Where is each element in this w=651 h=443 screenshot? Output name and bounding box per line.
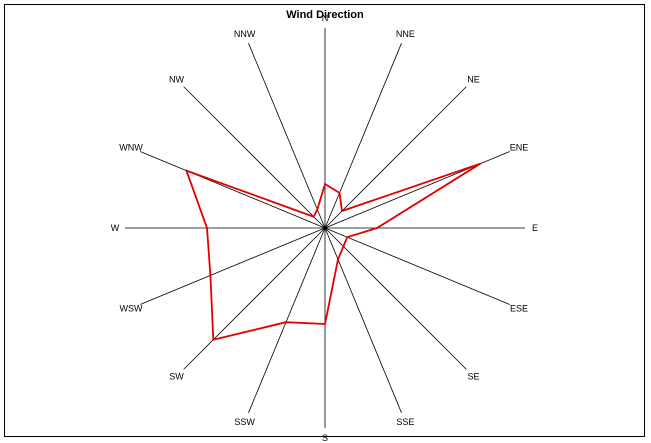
data-point-wsw	[209, 274, 212, 277]
direction-label-wnw: WNW	[119, 143, 143, 153]
chart-title: Wind Direction	[286, 9, 364, 21]
direction-label-n: N	[322, 13, 329, 23]
direction-label-sw: SW	[169, 372, 184, 382]
axis-line-wnw	[140, 151, 326, 229]
data-point-se	[342, 245, 345, 248]
series-group	[184, 162, 482, 341]
axis-line-ene	[324, 151, 510, 229]
axis-line-nnw	[248, 43, 326, 229]
direction-label-s: S	[322, 433, 328, 443]
direction-label-sse: SSE	[396, 417, 414, 427]
direction-label-nnw: NNW	[234, 29, 256, 39]
chart-frame	[4, 4, 645, 437]
direction-label-w: W	[111, 223, 120, 233]
direction-label-e: E	[532, 223, 538, 233]
series-line-0	[184, 162, 481, 341]
direction-label-nne: NNE	[396, 29, 415, 39]
axis-line-ne	[324, 86, 467, 229]
direction-axes	[125, 28, 525, 428]
direction-label-ese: ESE	[510, 303, 528, 313]
axis-line-ssw	[248, 227, 326, 413]
direction-label-ne: NE	[467, 75, 480, 85]
data-point-s	[324, 323, 326, 325]
direction-label-ssw: SSW	[234, 417, 255, 427]
direction-label-wsw: WSW	[120, 303, 143, 313]
axis-line-wsw	[140, 227, 326, 305]
data-point-ese	[346, 236, 349, 239]
axis-line-ese	[324, 227, 510, 305]
direction-labels: N NNE NE ENE E ESE SE SSE S SSW SW WSW W WNW NW NNW	[111, 13, 538, 443]
data-point-sse	[337, 258, 339, 261]
direction-label-nw: NW	[169, 75, 184, 85]
axis-line-nne	[324, 43, 402, 229]
data-point-nnw	[316, 208, 319, 211]
data-point-ssw	[285, 321, 287, 324]
direction-label-se: SE	[467, 372, 479, 382]
data-point-wnw	[185, 169, 188, 172]
data-point-nw	[312, 215, 315, 218]
data-point-ne	[341, 210, 343, 212]
axis-line-sse	[324, 227, 402, 413]
data-point-n	[324, 183, 326, 185]
data-point-e	[376, 227, 378, 229]
direction-label-ene: ENE	[510, 143, 529, 153]
axis-line-sw	[183, 227, 326, 370]
data-point-sw	[212, 338, 215, 341]
axis-line-nw	[183, 86, 326, 229]
axis-line-se	[324, 227, 467, 370]
data-point-nne	[338, 192, 341, 194]
data-point-ene	[479, 162, 482, 165]
data-point-w	[206, 227, 208, 229]
